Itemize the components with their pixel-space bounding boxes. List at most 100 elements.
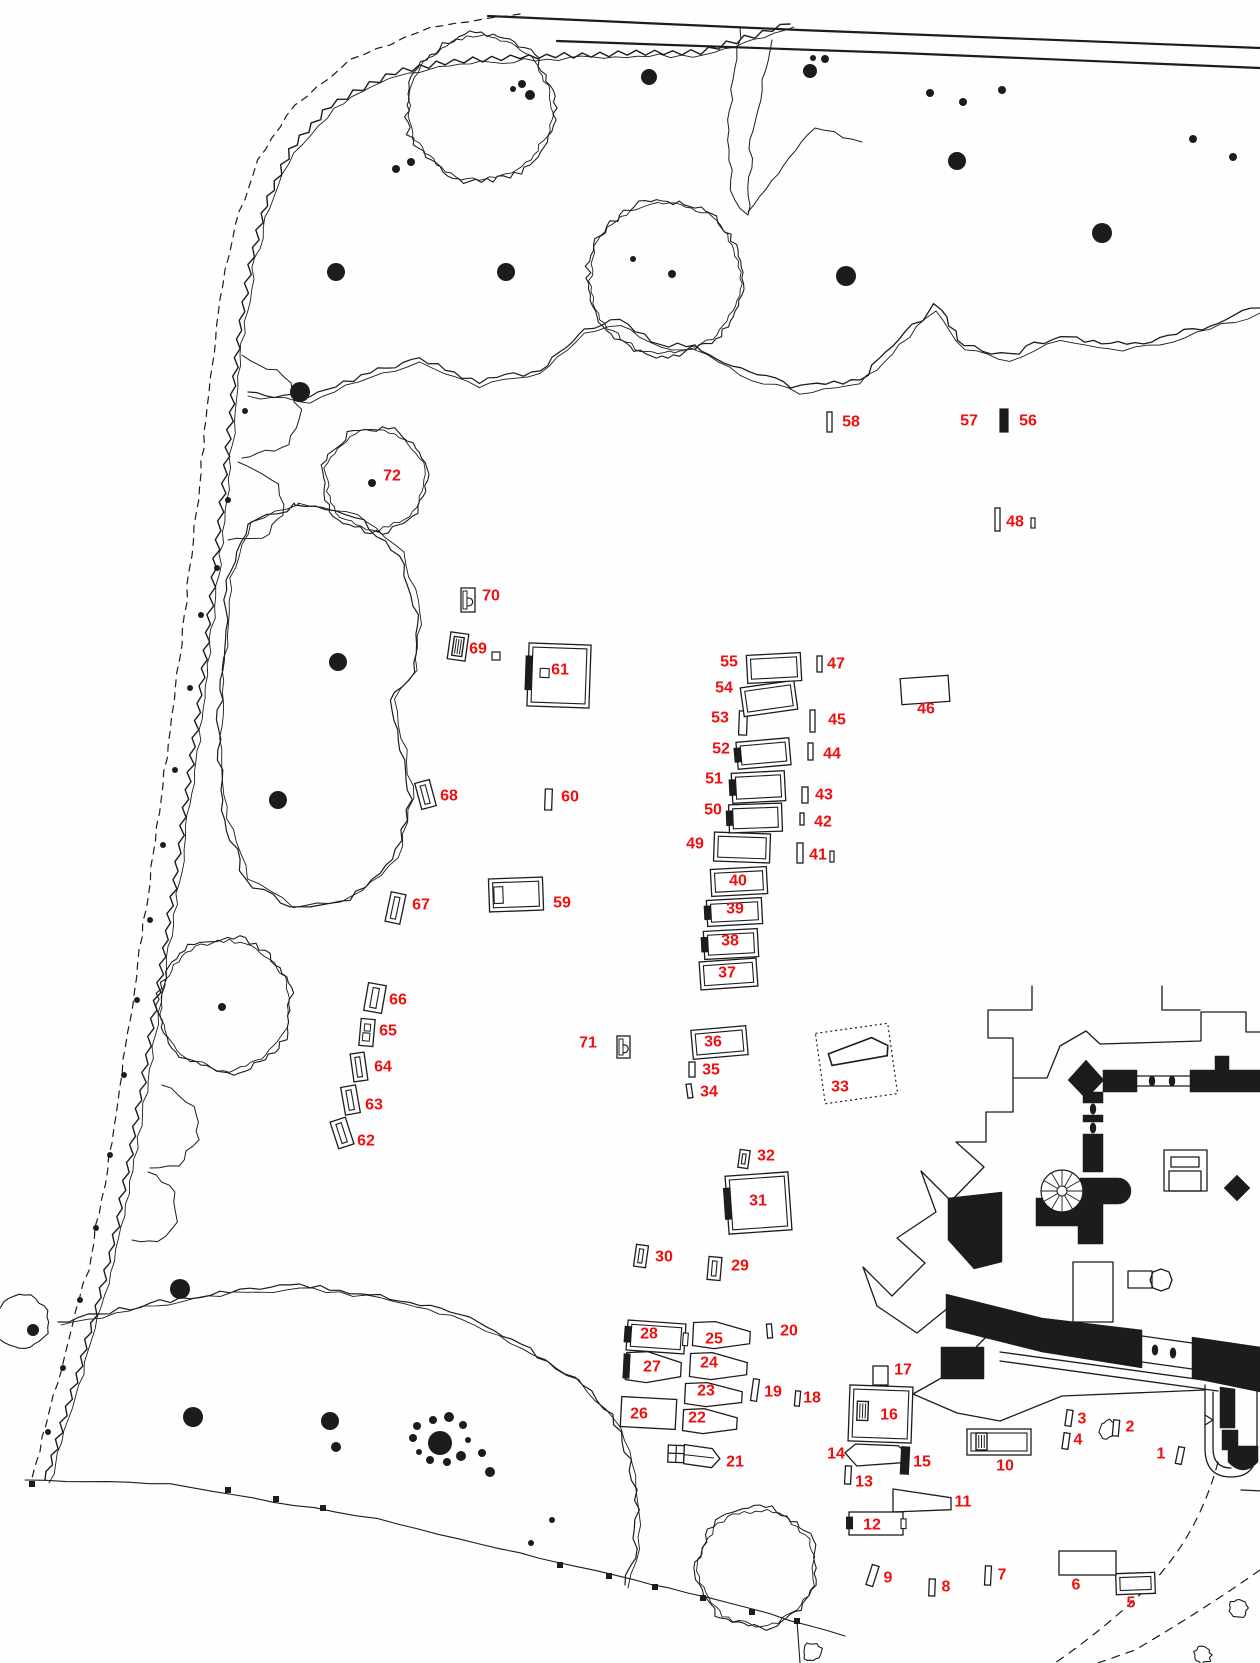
- feature-label-28: 28: [640, 1326, 658, 1343]
- feature-shape: [807, 742, 814, 761]
- feature-50: [725, 802, 784, 834]
- feature-shape: [793, 1390, 802, 1407]
- feature-shape: [543, 788, 554, 811]
- small-tree-dot: [429, 1416, 437, 1424]
- window-column-dot: [1089, 1103, 1097, 1115]
- headstone-bar: [622, 1353, 631, 1379]
- fence-post-tick: [320, 1505, 326, 1511]
- feature-label-54: 54: [715, 680, 733, 697]
- feature-label-53: 53: [711, 710, 729, 727]
- tree-trunk-dot: [836, 266, 856, 286]
- bush-canopy: [803, 1642, 823, 1662]
- feature-68: [413, 778, 438, 811]
- edge-shrub-lobe: [227, 461, 285, 541]
- fence-post-tick: [273, 1496, 279, 1502]
- feature-16: [847, 1384, 914, 1444]
- feature-label-66: 66: [389, 992, 407, 1009]
- north-grove-edge-echo: [247, 325, 696, 404]
- feature-6: [1058, 1550, 1117, 1576]
- feature-22: [681, 1408, 738, 1435]
- small-tree-dot: [407, 158, 415, 166]
- feature-46: [899, 674, 951, 706]
- feature-29: [706, 1255, 723, 1282]
- feature-37: [698, 957, 759, 991]
- feature-43: [801, 786, 809, 804]
- feature-label-61: 61: [551, 662, 569, 679]
- grave-features: [329, 408, 1186, 1597]
- fence-post-tick: [794, 1618, 800, 1624]
- feature-31: [722, 1171, 793, 1235]
- palace-wall: [1082, 1114, 1104, 1123]
- bastion-outline: [1240, 1489, 1260, 1492]
- bastion-outline: [1170, 1156, 1200, 1168]
- feature-40: [709, 865, 769, 898]
- feature-66: [362, 981, 388, 1015]
- feature-shape: [1064, 1408, 1074, 1428]
- coffin-shape: [688, 1352, 748, 1381]
- feature-62: [329, 1116, 355, 1150]
- tree-trunk-dot: [329, 653, 347, 671]
- palace-wall: [1219, 1386, 1236, 1429]
- perimeter-treeline-echo: [48, 26, 795, 1484]
- feature-label-49: 49: [686, 836, 704, 853]
- headstone-bar: [733, 747, 742, 763]
- feature-shape: [702, 961, 755, 987]
- feature-label-51: 51: [705, 771, 723, 788]
- small-tree-dot: [998, 86, 1006, 94]
- fence-post-tick: [29, 1481, 35, 1487]
- tree-trunk-dot: [27, 1324, 39, 1336]
- feature-shape: [999, 408, 1009, 433]
- feature-shape: [363, 1023, 372, 1032]
- tree-trunk-dot: [290, 382, 310, 402]
- palace-wall: [947, 1191, 1003, 1270]
- feature-shape: [899, 674, 951, 706]
- small-tree-dot: [1189, 135, 1197, 143]
- feature-shape: [994, 507, 1001, 532]
- tree-trunk-dot: [269, 791, 287, 809]
- feature-label-62: 62: [357, 1133, 375, 1150]
- feature-shape: [492, 880, 540, 909]
- small-tree-dot: [60, 1365, 66, 1371]
- feature-44: [807, 742, 814, 761]
- feature-61: [524, 642, 592, 709]
- window-column-dot: [1089, 1122, 1097, 1134]
- fence-post-tick: [225, 1487, 231, 1493]
- feature-shape: [765, 1323, 774, 1339]
- fence-post-tick: [606, 1573, 612, 1579]
- small-tree-dot: [821, 55, 829, 63]
- feature-shape: [419, 784, 431, 806]
- feature-label-21: 21: [726, 1454, 744, 1471]
- feature-shape: [732, 806, 779, 830]
- feature-shape: [493, 886, 504, 905]
- bush-canopy: [1193, 1645, 1213, 1663]
- small-tree-dot: [198, 612, 204, 618]
- small-tree-dot: [630, 256, 636, 262]
- feature-label-1: 1: [1157, 1446, 1166, 1463]
- feature-shape: [713, 870, 765, 893]
- small-tree-dot: [368, 479, 376, 487]
- bastion-outline: [1212, 1391, 1232, 1469]
- feature-label-13: 13: [855, 1474, 873, 1491]
- feature-label-40: 40: [729, 873, 747, 890]
- small-tree-dot: [416, 1449, 422, 1455]
- canopy-link-line: [747, 127, 863, 213]
- small-tree-dot: [1229, 153, 1237, 161]
- feature-54: [739, 679, 799, 718]
- feature-label-67: 67: [412, 897, 430, 914]
- feature-label-63: 63: [365, 1097, 383, 1114]
- coffin-shape: [691, 1321, 751, 1350]
- feature-1: [1174, 1445, 1186, 1466]
- feature-63: [339, 1084, 362, 1116]
- feature-14: [844, 1443, 905, 1467]
- feature-70: [460, 587, 476, 613]
- headstone-bar: [722, 1187, 733, 1220]
- bastion-outline: [1168, 1170, 1202, 1192]
- bush-canopy: [0, 1293, 50, 1349]
- feature-64: [349, 1051, 369, 1083]
- hatch-line: [861, 1403, 864, 1419]
- tree-trunk-dot: [183, 1407, 203, 1427]
- feature-label-16: 16: [880, 1407, 898, 1424]
- feature-shape: [1061, 1431, 1071, 1451]
- feature-shape: [739, 741, 788, 766]
